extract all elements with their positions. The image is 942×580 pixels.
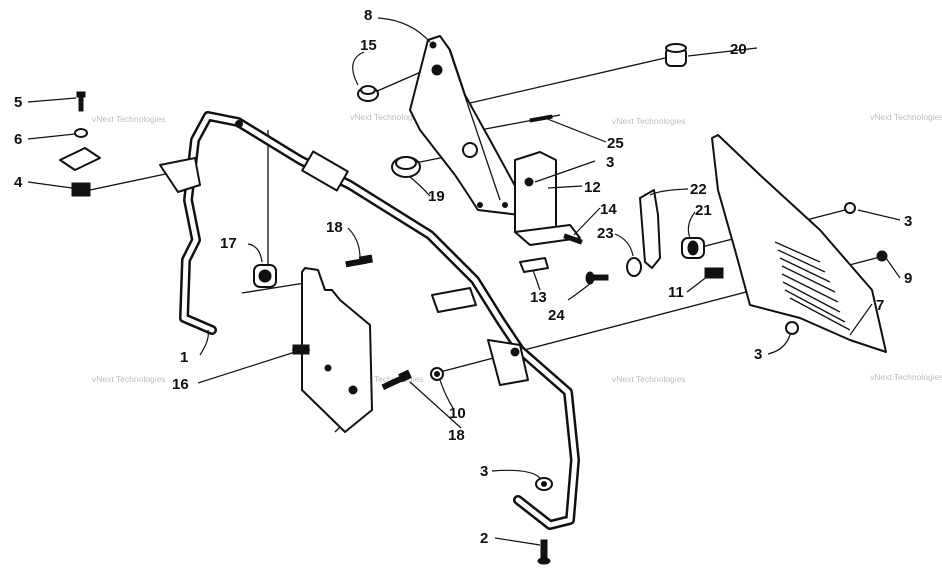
callout-11: 11	[668, 284, 684, 301]
part-12-bracket	[514, 151, 581, 246]
watermark: vNext Technologies	[612, 116, 686, 126]
callout-20: 20	[730, 41, 747, 58]
part-1-frame	[159, 111, 580, 530]
callout-25: 25	[607, 135, 624, 152]
callout-9: 9	[904, 270, 912, 287]
callout-13: 13	[530, 289, 547, 306]
watermark: vNext Technologies	[870, 372, 942, 382]
parts-13-14-25	[519, 114, 583, 273]
watermark: vNext Technologies	[612, 374, 686, 384]
callout-8: 8	[364, 7, 372, 24]
parts-15-19-20-knobs	[357, 43, 687, 178]
callout-15: 15	[360, 37, 377, 54]
watermark: vNext Technologies	[92, 114, 166, 124]
watermarks: vNext Technologies vNext Technologies vN…	[92, 112, 942, 384]
callout-12: 12	[584, 179, 601, 196]
part-8-bracket	[409, 35, 521, 216]
callout-24: 24	[548, 307, 565, 324]
callout-3: 3	[754, 346, 762, 363]
callout-1: 1	[180, 349, 188, 366]
callout-22: 22	[690, 181, 707, 198]
watermark: vNext Technologies	[92, 374, 166, 384]
callout-21: 21	[695, 202, 712, 219]
callout-3: 3	[904, 213, 912, 230]
callout-4: 4	[14, 174, 23, 191]
callout-18: 18	[326, 219, 343, 236]
part-17-bumper	[253, 264, 277, 288]
callout-18: 18	[448, 427, 465, 444]
callout-14: 14	[600, 201, 617, 218]
callout-10: 10	[449, 405, 466, 422]
watermark: vNext Technologies	[870, 112, 942, 122]
callout-7: 7	[876, 297, 884, 314]
parts-21-24-lever	[585, 189, 705, 285]
callout-2: 2	[480, 530, 488, 547]
callout-5: 5	[14, 94, 22, 111]
callout-3: 3	[480, 463, 488, 480]
parts-2-3-bottom	[535, 477, 553, 565]
leader-lines	[27, 17, 901, 546]
part-18-screws	[345, 254, 412, 391]
callout-3: 3	[606, 154, 614, 171]
callout-labels: 1 2 3 3 3 3 4 5 6 7 8 9 10 11 12 13 14 1…	[14, 7, 912, 547]
parts-4-5-6-fasteners	[59, 91, 101, 197]
callout-6: 6	[14, 131, 22, 148]
part-16-plate	[292, 267, 373, 433]
callout-16: 16	[172, 376, 189, 393]
part-7-panel	[704, 134, 888, 353]
callout-17: 17	[220, 235, 237, 252]
part-10-nut	[430, 367, 444, 381]
watermark: vNext Technologies	[350, 112, 424, 122]
watermark: vNext Technologies	[350, 374, 424, 384]
callout-23: 23	[597, 225, 614, 242]
callout-19: 19	[428, 188, 445, 205]
